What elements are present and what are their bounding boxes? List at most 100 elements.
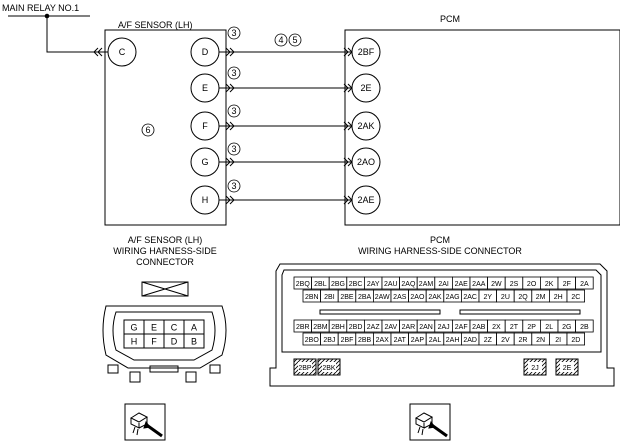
sensor-connector-pin-label: B: [191, 337, 197, 347]
svg-text:C: C: [119, 47, 126, 57]
pcm-connector-pin-label: 2AG: [446, 294, 460, 301]
svg-text:6: 6: [145, 125, 150, 135]
pcm-connector-pin-label: 2BC: [349, 281, 363, 288]
pcm-connector-pin-label: 2L: [545, 324, 553, 331]
pcm-connector-pin-label: 2Y: [484, 294, 493, 301]
svg-text:3: 3: [231, 68, 236, 78]
pcm-connector-pin-label: 2BQ: [296, 281, 311, 288]
pcm-connector-pin-label: 2AU: [384, 281, 398, 288]
wire-row-d: D 2BF: [190, 37, 381, 67]
pcm-connector-pin-label: 2AK: [428, 294, 442, 301]
svg-text:E: E: [202, 83, 208, 93]
pcm-connector-pin-label: 2AM: [419, 281, 434, 288]
pcm-connector-pin-label: 2O: [527, 281, 537, 288]
sensor-connector-pin-label: D: [171, 337, 178, 347]
pcm-connector-caption-2: WIRING HARNESS-SIDE CONNECTOR: [358, 246, 522, 256]
pcm-connector-pin-label: 2D: [571, 337, 580, 344]
pcm-connector-caption-1: PCM: [430, 235, 450, 245]
pcm-connector-pin-label: 2V: [501, 337, 510, 344]
sensor-connector-cell: [183, 333, 205, 349]
sensor-terminal-mark-f: [225, 121, 235, 131]
pcm-connector-pin-label: 2W: [491, 281, 502, 288]
sensor-box: [104, 29, 227, 226]
pcm-connector-pin-label: 2BL: [314, 281, 327, 288]
svg-text:5: 5: [292, 35, 297, 45]
pcm-connector-cell: [566, 332, 586, 346]
main-relay-wire: [46, 16, 108, 53]
note-3-wire-g: 3: [227, 142, 241, 156]
pcm-connector-pin-label: 2F: [563, 281, 571, 288]
pcm-connector-pin-label: 2BB: [358, 337, 372, 344]
pcm-title: PCM: [440, 14, 460, 24]
pcm-connector-pin-label: 2AR: [402, 324, 416, 331]
pcm-connector-pin-label: 2H: [554, 294, 563, 301]
pcm-pin-2ao: [351, 147, 381, 177]
pcm-view-direction-icon: [409, 403, 451, 441]
note-3-wire-h: 3: [227, 179, 241, 193]
pcm-connector-pin-label: 2AE: [455, 281, 469, 288]
wire-row-e: E 2E: [190, 73, 381, 103]
svg-text:3: 3: [231, 28, 236, 38]
pcm-connector-pin-label: 2BI: [324, 294, 335, 301]
sensor-pin-c-terminal-mark: [93, 47, 103, 57]
sensor-title: A/F SENSOR (LH): [118, 20, 193, 30]
pcm-connector-pin-label: 2AY: [367, 281, 380, 288]
svg-text:2AE: 2AE: [357, 195, 374, 205]
pcm-connector-pin-label: 2BD: [349, 324, 363, 331]
pcm-connector-cell: [575, 276, 594, 290]
pcm-connector-pin-label: 2P: [527, 324, 536, 331]
note-4: 4: [274, 33, 288, 47]
pcm-connector-pin-label: 2AW: [375, 294, 390, 301]
wire-row-f: F 2AK: [190, 111, 381, 141]
svg-text:4: 4: [278, 35, 283, 45]
pcm-pin-2ae: [351, 185, 381, 215]
pcm-connector-pin-label: 2AZ: [367, 324, 381, 331]
pcm-box: [344, 29, 620, 226]
sensor-connector-caption-3: CONNECTOR: [136, 257, 194, 267]
wire-row-g: G 2AO: [190, 147, 381, 177]
note-3-wire-f: 3: [227, 104, 241, 118]
pcm-connector-pin-label: 2AQ: [401, 281, 416, 288]
pcm-connector-pin-label: 2BM: [313, 324, 328, 331]
pcm-bottom-pin-label: 2J: [531, 365, 538, 372]
pcm-connector-pin-label: 2AL: [429, 337, 442, 344]
pcm-connector-pin-label: 2BO: [305, 337, 320, 344]
wire-row-h: H 2AE: [190, 185, 381, 215]
sensor-terminal-mark-h: [225, 195, 235, 205]
pcm-connector-pin-label: 2AB: [472, 324, 486, 331]
pcm-connector-pin-label: 2BG: [331, 281, 345, 288]
sensor-pin-c: C: [107, 37, 137, 67]
sensor-body-note: 6: [141, 123, 155, 137]
pcm-connector-pin-label: 2AO: [410, 294, 425, 301]
svg-text:2AK: 2AK: [357, 121, 374, 131]
pcm-pin-2ak: [351, 111, 381, 141]
pcm-pin-2bf: [351, 37, 381, 67]
pcm-connector-pin-label: 2AF: [455, 324, 468, 331]
note-5: 5: [288, 33, 302, 47]
pcm-connector-pin-label: 2AA: [472, 281, 486, 288]
pcm-connector-pin-label: 2A: [580, 281, 589, 288]
pcm-connector-pin-label: 2AJ: [438, 324, 450, 331]
sensor-connector-caption-2: WIRING HARNESS-SIDE: [113, 246, 217, 256]
pcm-connector-pin-label: 2I: [555, 337, 561, 344]
sensor-view-direction-icon: [124, 403, 166, 441]
pcm-connector-pin-label: 2AP: [411, 337, 425, 344]
pcm-connector-pin-label: 2B: [580, 324, 589, 331]
pcm-connector-pin-label: 2AX: [376, 337, 390, 344]
pcm-connector-pin-label: 2BF: [341, 337, 354, 344]
sensor-connector-pin-label: F: [151, 337, 157, 347]
pcm-connector-pin-label: 2N: [536, 337, 545, 344]
svg-text:2BF: 2BF: [358, 47, 375, 57]
main-relay-label: MAIN RELAY NO.1: [2, 3, 79, 13]
sensor-connector-pin-label: A: [191, 323, 197, 333]
sensor-connector-caption-1: A/F SENSOR (LH): [128, 235, 203, 245]
sensor-terminal-mark-e: [225, 83, 235, 93]
svg-text:3: 3: [231, 106, 236, 116]
svg-text:2AO: 2AO: [357, 157, 375, 167]
pcm-connector-pin-label: 2AN: [419, 324, 433, 331]
pcm-connector-pin-label: 2BR: [296, 324, 310, 331]
pcm-connector-cell: [575, 319, 594, 333]
pcm-connector-pin-label: 2AC: [463, 294, 477, 301]
